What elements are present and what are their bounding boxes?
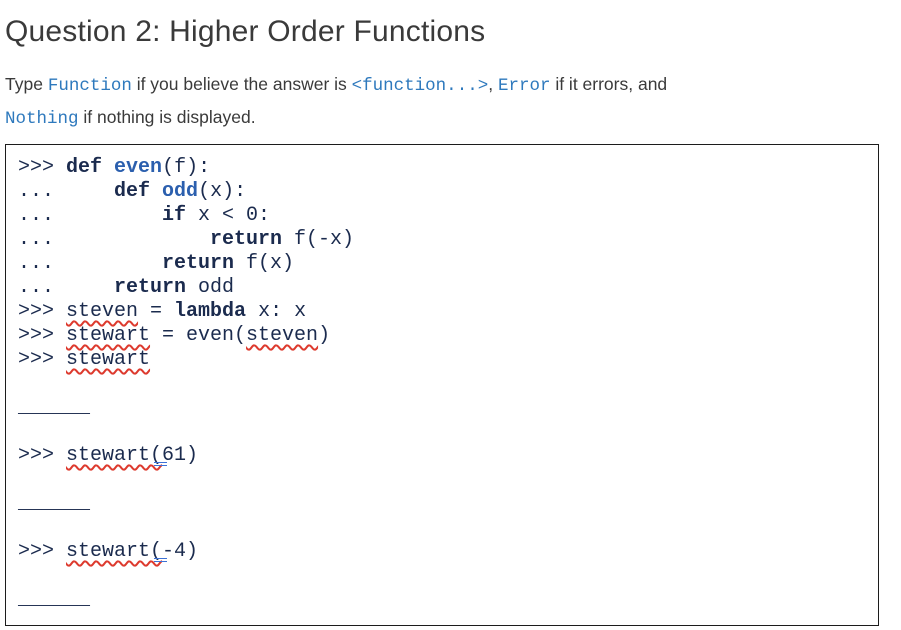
code-text: >>>	[18, 156, 67, 179]
inline-code: Function	[47, 76, 132, 96]
text-run: Type	[5, 74, 48, 94]
code-text: x: x	[246, 300, 307, 323]
code-text: >>>	[18, 324, 67, 347]
code-line: ... return f(x)	[18, 252, 868, 276]
python-code-block: >>> def even(f):... def odd(x):... if x …	[5, 144, 879, 626]
code-line: >>> stewart(61)	[18, 444, 868, 468]
code-text: ...	[18, 180, 115, 203]
code-text: f(x)	[234, 252, 295, 275]
code-text: >>>	[18, 444, 67, 467]
grammar-check-mark	[154, 460, 168, 466]
code-line: ______	[18, 396, 868, 420]
question-title: Question 2: Higher Order Functions	[5, 15, 486, 48]
keyword: def	[114, 180, 151, 203]
code-line	[18, 420, 868, 444]
code-text: odd	[186, 276, 235, 299]
keyword: return	[114, 276, 187, 299]
code-text: ...	[18, 252, 163, 275]
code-line	[18, 516, 868, 540]
code-line: >>> stewart(-4)	[18, 540, 868, 564]
misspelled-word: stewart	[66, 348, 151, 371]
code-text: -4)	[162, 540, 199, 563]
code-line: >>> stewart	[18, 348, 868, 372]
code-text: ______	[18, 588, 91, 611]
code-line: ______	[18, 492, 868, 516]
code-line: ... return f(-x)	[18, 228, 868, 252]
code-text: (f):	[162, 156, 211, 179]
text-run: ,	[488, 74, 498, 94]
code-text: x < 0:	[186, 204, 271, 227]
inline-code: <function...>	[351, 76, 489, 96]
code-line	[18, 564, 868, 588]
code-line: >>> stewart = even(steven)	[18, 324, 868, 348]
keyword: return	[210, 228, 283, 251]
text-run: if you believe the answer is	[131, 74, 352, 94]
code-text: =	[138, 300, 175, 323]
code-line: ... return odd	[18, 276, 868, 300]
code-text: >>>	[18, 540, 67, 563]
text-run: if it errors, and	[550, 74, 668, 94]
code-line: ... if x < 0:	[18, 204, 868, 228]
code-text: ______	[18, 396, 91, 419]
grammar-check-mark	[154, 556, 168, 562]
code-text: f(-x)	[282, 228, 355, 251]
code-text: ...	[18, 276, 115, 299]
inline-code: Error	[497, 76, 551, 96]
code-text	[102, 156, 114, 179]
code-line: ______	[18, 588, 868, 612]
inline-code: Nothing	[5, 109, 79, 129]
code-line: >>> steven = lambda x: x	[18, 300, 868, 324]
code-text: 61)	[162, 444, 199, 467]
code-line	[18, 468, 868, 492]
code-text: >>>	[18, 300, 67, 323]
keyword: if	[162, 204, 187, 227]
keyword: lambda	[174, 300, 247, 323]
function-name: even	[114, 156, 163, 179]
code-text	[150, 180, 162, 203]
code-line: ... def odd(x):	[18, 180, 868, 204]
code-text: (x):	[198, 180, 247, 203]
code-text: = even(	[150, 324, 247, 347]
misspelled-word: stewart(	[66, 444, 163, 467]
misspelled-word: stewart(	[66, 540, 163, 563]
code-line: >>> def even(f):	[18, 156, 868, 180]
keyword: return	[162, 252, 235, 275]
code-text: )	[318, 324, 331, 347]
text-run: if nothing is displayed.	[78, 107, 256, 127]
misspelled-word: stewart	[66, 324, 151, 347]
function-name: odd	[162, 180, 199, 203]
keyword: def	[66, 156, 103, 179]
code-text: ______	[18, 492, 91, 515]
code-text: >>>	[18, 348, 67, 371]
code-text: ...	[18, 228, 211, 251]
intro-paragraph: Type Function if you believe the answer …	[5, 69, 895, 135]
code-line	[18, 372, 868, 396]
misspelled-word: steven	[246, 324, 319, 347]
code-text: ...	[18, 204, 163, 227]
misspelled-word: steven	[66, 300, 139, 323]
